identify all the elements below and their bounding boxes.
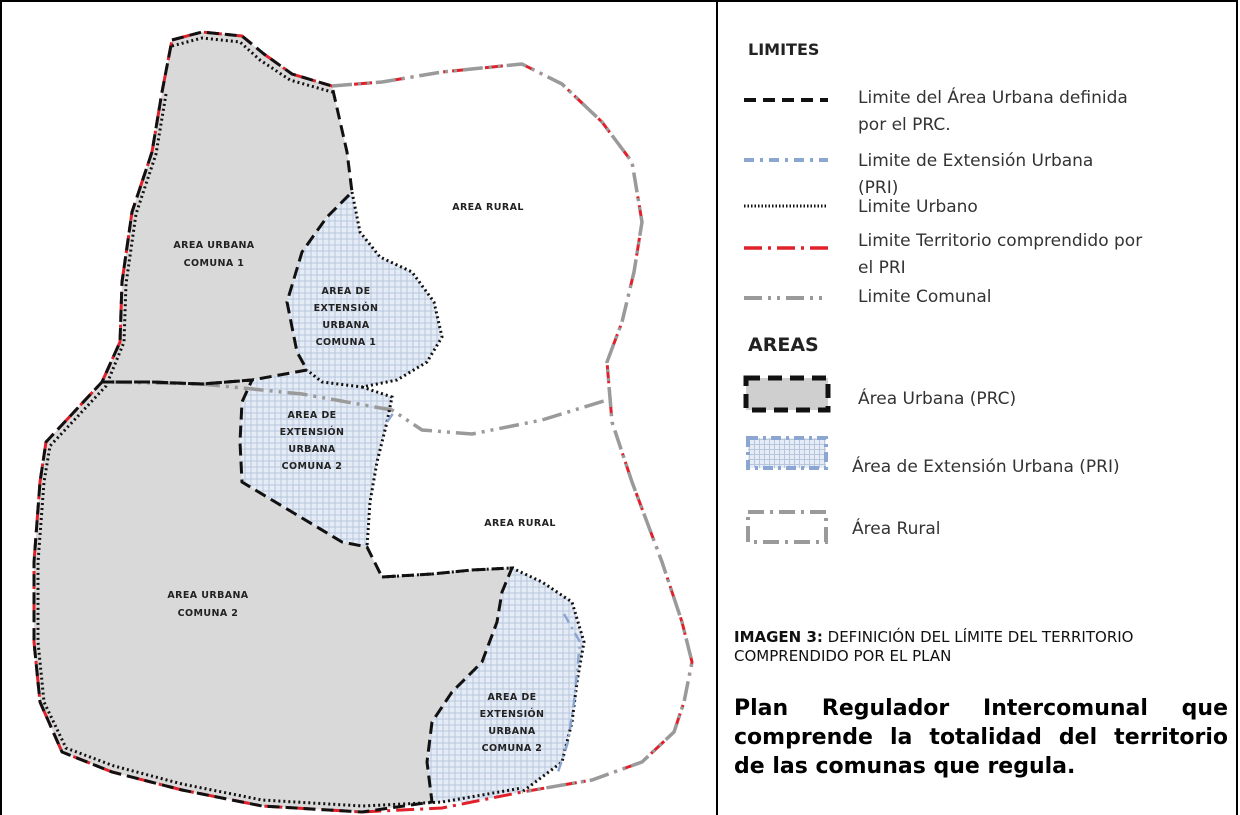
communal-boundary [331,62,694,794]
legend-label-limite-extension: Limite de Extensión Urbana (PRI) [858,151,1094,198]
label-ext-c1-line3: URBANA [322,320,370,331]
legend-label-limite-urbano: Limite Urbano [858,197,978,217]
label-ext-c2b-line2: EXTENSIÓN [480,708,545,720]
label-ext-c2b-line1: AREA DE [488,692,537,703]
legend-area-symbols [743,375,831,544]
label-ext-c2a-line1: AREA DE [288,410,337,421]
symbol-urban-area-box [743,375,831,413]
urban-area-comuna-1 [102,32,352,384]
urban-limit-dotted-ext-1 [306,191,444,389]
label-urbana-c1-line1: AREA URBANA [173,240,254,251]
legend-label-limite-comunal: Limite Comunal [858,287,992,307]
extension-limit-pri [385,411,582,773]
symbol-extension-area-box [746,436,828,470]
label-ext-c2b-line3: URBANA [488,726,536,737]
legend-line-symbols [744,98,828,300]
label-rural-south: AREA RURAL [484,518,556,529]
extension-area-comuna-2-south [427,568,584,802]
label-rural-north: AREA RURAL [452,202,524,213]
legend-heading-limites: LIMITES [748,40,820,59]
legend-label-area-urbana: Área Urbana (PRC) [858,389,1017,409]
urban-limit-dotted-outer [36,36,523,808]
label-urbana-c1-line2: COMUNA 1 [184,258,245,269]
urban-limit-prc-comuna-2 [32,378,515,814]
legend-panel: LIMITES Limite del Área Urbana definida … [716,0,1238,815]
label-ext-c1-line2: EXTENSIÓN [314,302,379,314]
legend-label-area-extension: Área de Extensión Urbana (PRI) [852,457,1120,477]
map-panel: AREA RURAL AREA URBANA COMUNA 1 AREA DE … [0,0,718,815]
legend-label-limite-urbana-prc: Limite del Área Urbana definida por el P… [858,88,1128,135]
label-ext-c2a-line3: URBANA [288,444,336,455]
legend-label-area-rural: Área Rural [852,519,941,539]
label-urbana-c2-line1: AREA URBANA [167,590,248,601]
communal-boundary-interior [111,380,608,436]
figure-caption: IMAGEN 3: DEFINICIÓN DEL LÍMITE DEL TERR… [734,628,1234,666]
urban-limit-prc-comuna-1 [99,30,354,386]
legend-heading-areas: AREAS [748,334,819,356]
caption-prefix: IMAGEN 3: [734,628,823,646]
label-ext-c2a-line2: EXTENSIÓN [280,426,345,438]
urban-area-comuna-2 [34,380,512,812]
label-ext-c1-line1: AREA DE [322,286,371,297]
caption-text: DEFINICIÓN DEL LÍMITE DEL TERRITORIO COM… [734,628,1134,665]
symbol-rural-area-box [746,510,828,544]
label-ext-c1-line4: COMUNA 1 [316,337,377,348]
plan-title: Plan Regulador Intercomunal que comprend… [734,696,1228,779]
label-ext-c2a-line4: COMUNA 2 [282,461,343,472]
legend-label-limite-territorio: Limite Territorio comprendido por el PRI [858,231,1143,278]
extension-area-comuna-1 [287,192,442,387]
urban-limit-dotted-ext-2 [361,385,394,548]
territory-map: AREA RURAL AREA URBANA COMUNA 1 AREA DE … [32,30,694,814]
label-urbana-c2-line2: COMUNA 2 [178,608,239,619]
label-ext-c2b-line4: COMUNA 2 [482,743,543,754]
